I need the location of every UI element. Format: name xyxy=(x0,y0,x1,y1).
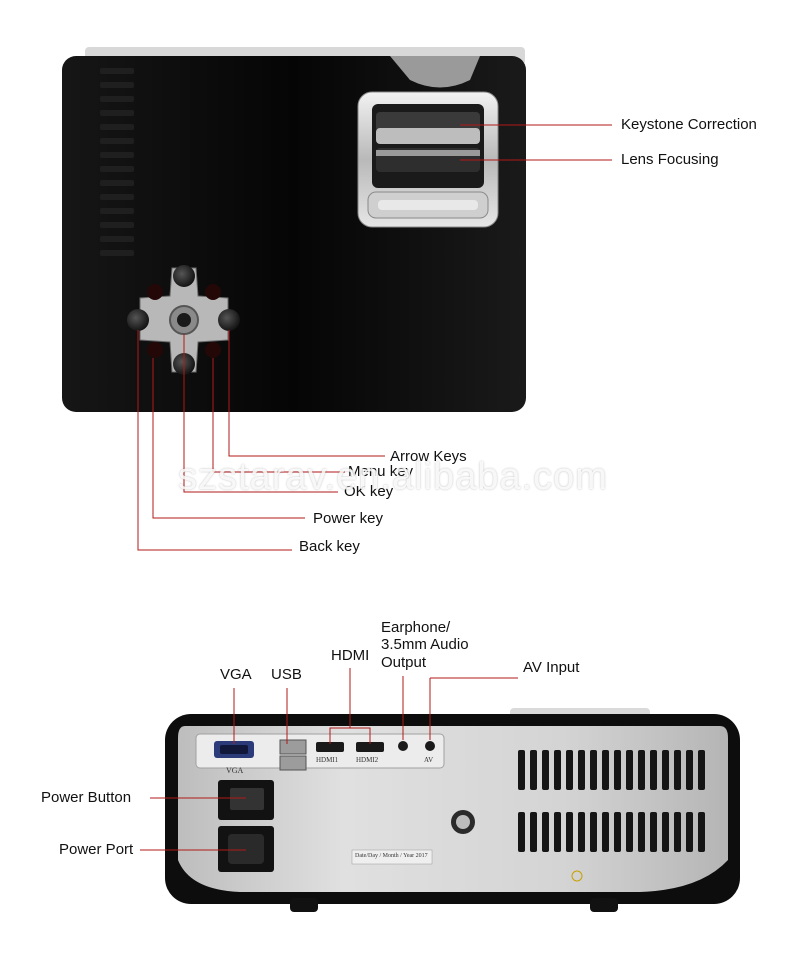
power-switch xyxy=(230,788,264,810)
label-usb: USB xyxy=(271,666,302,683)
top-leader-lines xyxy=(137,124,612,551)
leader-ok xyxy=(183,334,338,493)
smiley-sticker xyxy=(571,870,583,882)
label-back-key: Back key xyxy=(299,538,360,555)
leader-power xyxy=(152,358,305,519)
label-lens-focusing: Lens Focusing xyxy=(621,151,719,168)
leader-hdmi xyxy=(329,668,371,744)
lens-module xyxy=(357,91,499,228)
control-keypad xyxy=(127,265,240,375)
date-stamp: Date/Day / Month / Year 2017 xyxy=(355,853,428,859)
arrow-up-button xyxy=(173,265,195,287)
indicator-led-2 xyxy=(205,284,221,300)
usb-port-2 xyxy=(279,755,307,771)
foot-right xyxy=(590,898,618,912)
label-power-port: Power Port xyxy=(59,841,134,858)
vga-panel-print: VGA xyxy=(226,766,244,775)
hdmi1-port xyxy=(316,742,344,752)
leader-arrow xyxy=(228,330,385,457)
av-jack xyxy=(425,741,435,751)
indicator-led-1 xyxy=(147,284,163,300)
foot-left xyxy=(290,898,318,912)
side-vent-grill xyxy=(100,68,134,256)
label-vga: VGA xyxy=(220,666,252,683)
label-earphone-line1: Earphone/ xyxy=(381,619,451,636)
arrow-right-button xyxy=(218,309,240,331)
audio-jack xyxy=(398,741,408,751)
keystone-ring xyxy=(376,128,480,144)
bottom-leader-lines xyxy=(140,668,518,851)
label-av-input: AV Input xyxy=(523,659,580,676)
leader-back xyxy=(137,330,292,551)
label-arrow-keys: Arrow Keys xyxy=(390,448,467,465)
label-earphone-line3: Output xyxy=(381,654,427,671)
leader-menu xyxy=(212,358,345,473)
date-sticker xyxy=(351,849,433,865)
projector-top-view xyxy=(62,47,526,412)
keystone-wheel xyxy=(376,112,480,132)
hdmi1-panel-print: HDMI1 xyxy=(316,756,339,764)
power-button xyxy=(147,342,163,358)
label-earphone-line2: 3.5mm Audio xyxy=(381,636,469,653)
watermark: szstarav.en.alibaba.com xyxy=(178,456,608,498)
rear-vent-slots xyxy=(518,750,705,852)
lens-top-notch xyxy=(390,56,480,88)
ok-button xyxy=(177,313,191,327)
hdmi2-panel-print: HDMI2 xyxy=(356,756,379,764)
back-button xyxy=(127,309,149,331)
av-panel-print: AV xyxy=(424,756,434,764)
label-keystone-correction: Keystone Correction xyxy=(621,116,757,133)
label-ok-key: OK key xyxy=(344,483,394,500)
projector-rear-view xyxy=(165,708,740,912)
usb-port-1 xyxy=(279,739,307,755)
leader-av xyxy=(429,677,518,740)
label-power-key: Power key xyxy=(313,510,384,527)
label-hdmi: HDMI xyxy=(331,647,370,664)
label-menu-key: Menu key xyxy=(348,463,414,480)
menu-button xyxy=(205,342,221,358)
label-power-button: Power Button xyxy=(41,789,132,806)
hdmi2-port xyxy=(356,742,384,752)
